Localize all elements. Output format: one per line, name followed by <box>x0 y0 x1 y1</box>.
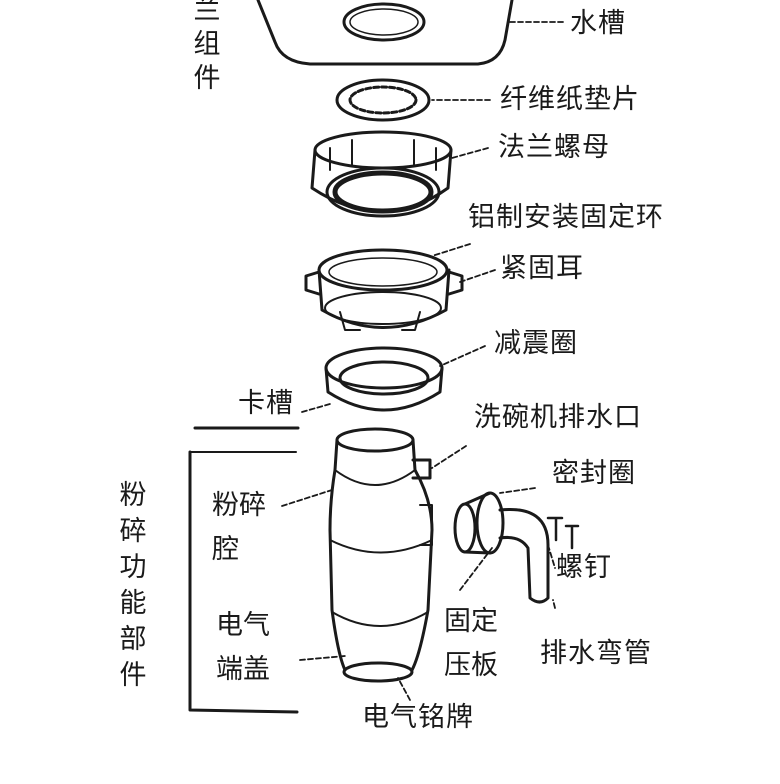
shock-ring-drawing <box>324 346 444 412</box>
label-screw: 螺钉 <box>556 552 612 583</box>
label-flange-nut: 法兰螺母 <box>498 132 610 163</box>
label-dishwasher-outlet: 洗碗机排水口 <box>474 402 642 433</box>
flange-nut-drawing <box>310 130 453 218</box>
label-electric-cover: 电气端盖 <box>216 610 270 685</box>
label-fiber-gasket: 纤维纸垫片 <box>500 84 640 115</box>
mounting-ring-drawing <box>304 248 464 331</box>
label-grinding-chamber: 粉碎腔 <box>212 490 266 565</box>
label-fastening-ear: 紧固耳 <box>500 253 584 284</box>
grinding-unit-label: 粉碎功能部件 <box>119 480 147 691</box>
label-sink: 水槽 <box>570 8 626 39</box>
label-drain-elbow: 排水弯管 <box>540 638 652 669</box>
flange-assembly-label: 兰组件 <box>193 0 221 94</box>
label-seal-ring: 密封圈 <box>552 458 636 489</box>
label-shock-ring: 减震圈 <box>494 328 578 359</box>
label-slot: 卡槽 <box>238 388 294 419</box>
label-nameplate: 电气铭牌 <box>362 702 474 733</box>
sink-drawing <box>256 0 514 66</box>
group-brackets <box>188 426 300 714</box>
label-aluminum-ring: 铝制安装固定环 <box>468 202 664 233</box>
drain-elbow-drawing <box>453 491 550 604</box>
leader-lines <box>281 21 564 701</box>
grinder-body-drawing <box>328 427 434 683</box>
screws-drawing <box>546 516 580 550</box>
label-fixing-plate: 固定压板 <box>444 606 498 681</box>
fiber-gasket-drawing <box>335 78 431 122</box>
